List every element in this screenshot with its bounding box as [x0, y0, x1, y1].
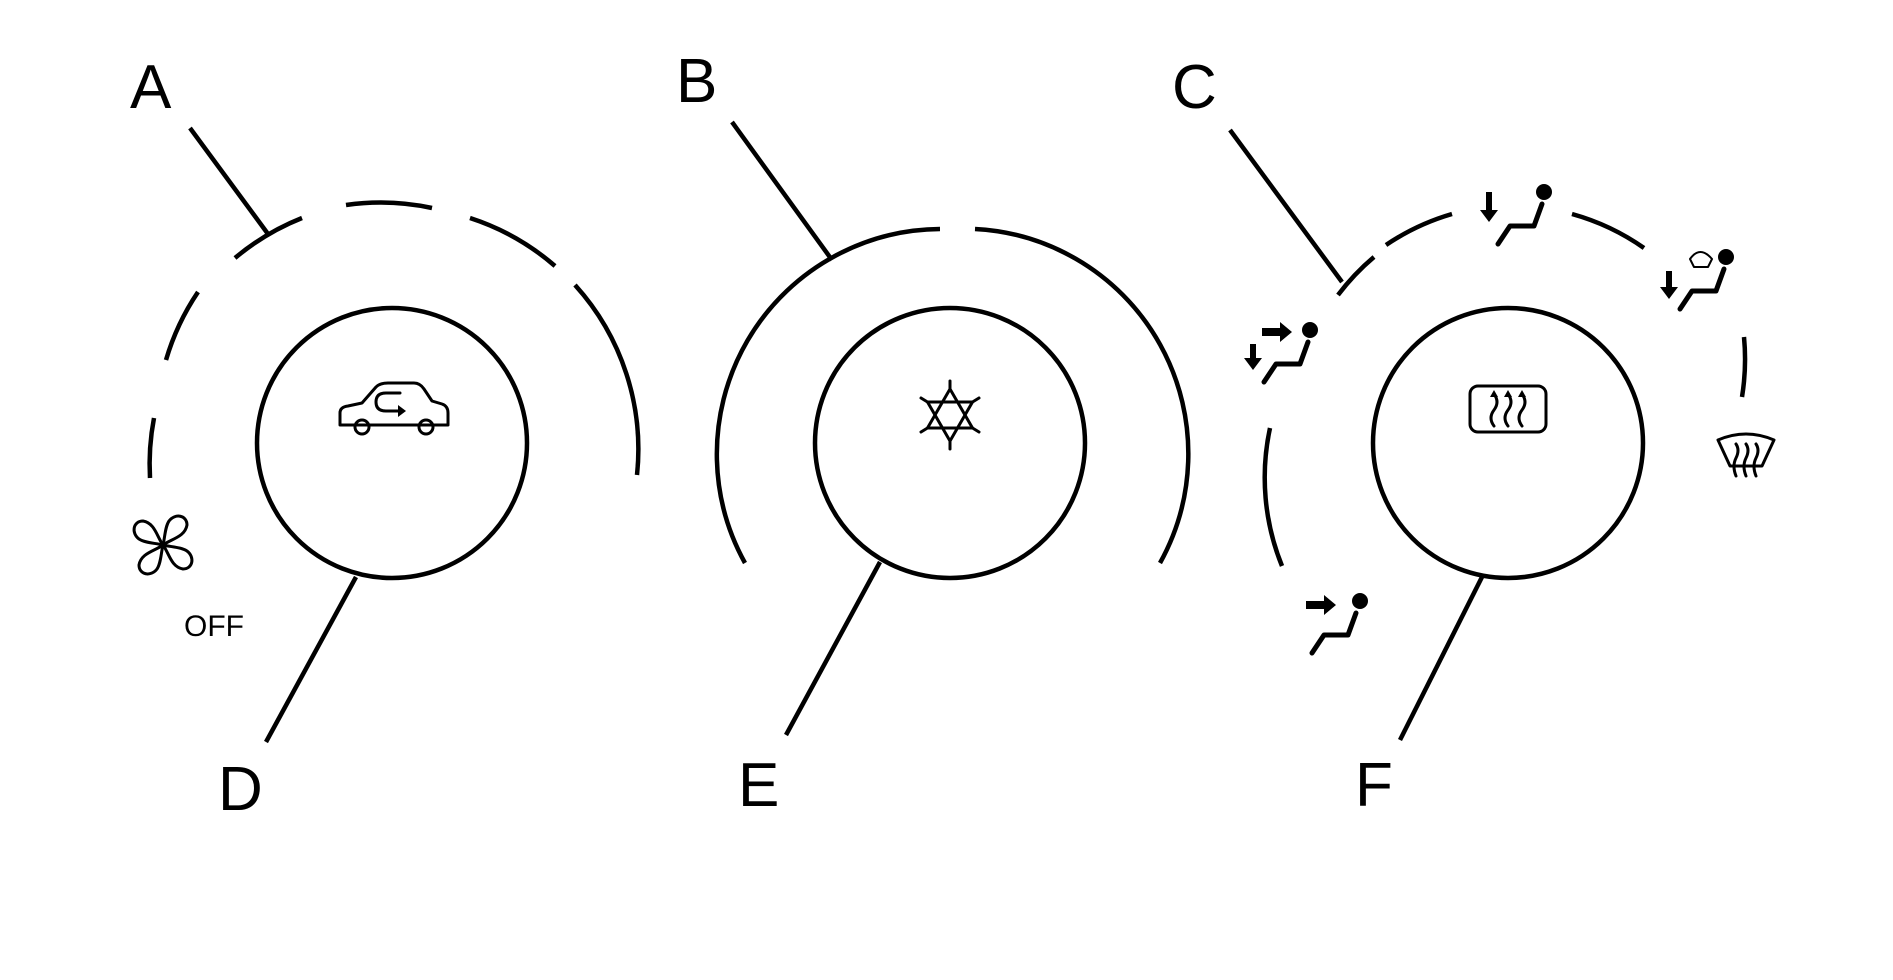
callout-d: D: [218, 755, 263, 824]
fan-scale-segment: [147, 417, 157, 479]
windshield-defrost-icon: [1716, 432, 1776, 478]
callout-a: A: [130, 53, 172, 122]
fan-scale-segment: [345, 200, 433, 211]
mode-scale-segment: [1384, 211, 1453, 247]
fan-icon: [132, 514, 194, 576]
leader-line-b: [730, 120, 834, 262]
callout-b: B: [676, 47, 717, 116]
bi-level-person-icon: [1244, 322, 1318, 385]
leader-line-a: [188, 126, 270, 236]
floor-defrost-person-icon: [1660, 249, 1734, 312]
fan-scale-segment: [163, 290, 200, 361]
recirculation-car-icon: [338, 381, 450, 436]
fan-scale-segment: [573, 283, 641, 476]
temperature-dial: [714, 120, 1191, 737]
leader-line-f: [1397, 575, 1485, 742]
fan-knob[interactable]: [254, 305, 530, 581]
callout-e: E: [738, 751, 779, 820]
leader-line-d: [264, 575, 358, 744]
fan-dial-scale: [147, 200, 641, 479]
snowflake-icon: [919, 379, 981, 451]
temp-scale-left: [714, 226, 941, 565]
mode-dial-scale: [1262, 211, 1748, 567]
rear-defrost-icon: [1468, 384, 1548, 434]
mode-scale-segment: [1739, 336, 1748, 398]
mode-dial: [1228, 128, 1776, 742]
leader-line-c: [1228, 128, 1344, 284]
mode-scale-segment: [1336, 255, 1376, 297]
vent-person-icon: [1306, 593, 1368, 656]
fan-dial: OFF: [132, 126, 641, 744]
callout-f: F: [1355, 751, 1393, 820]
defrost-knob[interactable]: [1370, 305, 1646, 581]
fan-off-label: OFF: [184, 610, 244, 643]
fan-scale-segment: [469, 215, 557, 268]
mode-scale-segment: [1262, 427, 1285, 567]
callout-c: C: [1172, 53, 1217, 122]
floor-person-icon: [1480, 184, 1552, 247]
temp-scale-right: [974, 226, 1191, 565]
leader-line-e: [784, 560, 882, 737]
mode-scale-segment: [1571, 211, 1646, 250]
fan-scale-segment: [233, 215, 303, 260]
